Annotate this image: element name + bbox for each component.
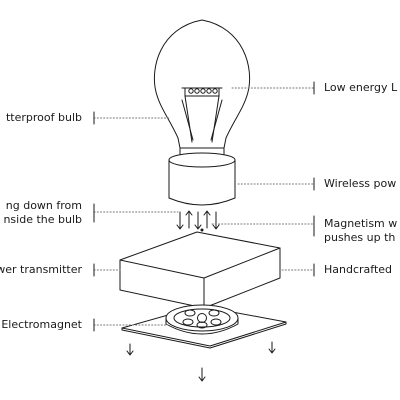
electromagnet-coil xyxy=(165,304,239,335)
down-arrows xyxy=(126,341,276,382)
label-magnetism-line2: pushes up th xyxy=(324,231,396,244)
label-electromagnet: Electromagnet xyxy=(1,318,82,331)
transmitter-box xyxy=(119,231,281,309)
leader-ticks xyxy=(93,81,315,332)
wireless-receiver xyxy=(168,152,236,206)
bulb-glass xyxy=(153,19,251,149)
label-shatterproof-bulb: tterproof bulb xyxy=(5,111,82,124)
magnetism-arrows xyxy=(176,210,220,232)
label-low-energy-led: Low energy L xyxy=(324,81,398,94)
label-power-transmitter: wer transmitter xyxy=(0,263,82,276)
label-wireless-power: Wireless pow xyxy=(324,177,397,190)
leader-lines xyxy=(93,87,315,326)
label-magnetism-line1: Magnetism w xyxy=(324,217,398,230)
label-handcrafted: Handcrafted xyxy=(324,263,393,276)
led-filament xyxy=(181,87,223,143)
label-hanging-down-line1: ng down from xyxy=(5,199,82,212)
label-hanging-down-line2: nside the bulb xyxy=(3,213,82,226)
